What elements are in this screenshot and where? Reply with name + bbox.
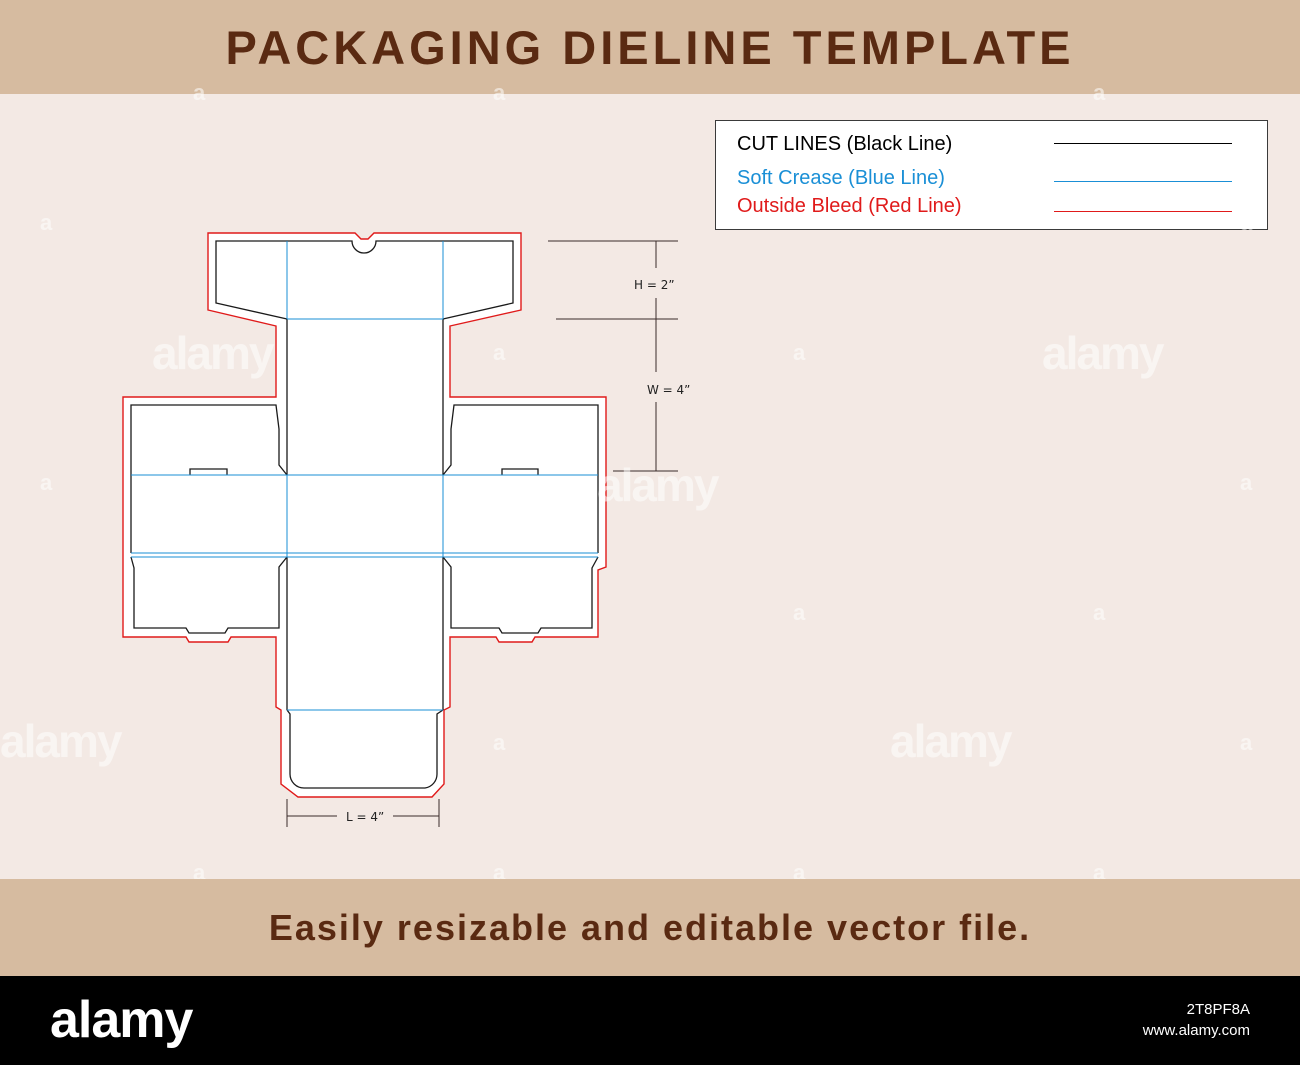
header-band: PACKAGING DIELINE TEMPLATE [0, 0, 1300, 94]
legend-crease-label: Soft Crease (Blue Line) [737, 167, 945, 189]
footer-band: Easily resizable and editable vector fil… [0, 879, 1300, 976]
bleed-outline [122, 232, 607, 798]
legend-box: CUT LINES (Black Line) Soft Crease (Blue… [715, 120, 1268, 230]
site-link[interactable]: www.alamy.com [1142, 1022, 1250, 1039]
right-lock-slit [501, 468, 539, 475]
legend-bleed-label: Outside Bleed (Red Line) [737, 195, 962, 217]
left-lower-flap-cut [130, 556, 288, 634]
width-label: W = 4” [647, 383, 690, 397]
crease-lines [131, 241, 598, 711]
tuck-flap-cut [286, 709, 444, 789]
legend-cut-label: CUT LINES (Black Line) [737, 133, 953, 155]
page-title: PACKAGING DIELINE TEMPLATE [225, 20, 1075, 74]
stock-bar: alamy 2T8PF8A www.alamy.com [0, 976, 1300, 1065]
left-upper-flap-cut [130, 404, 288, 476]
alamy-logo[interactable]: alamy [50, 991, 193, 1049]
top-flap-cut [215, 240, 514, 320]
left-lock-slit [189, 468, 228, 475]
height-label: H = 2” [634, 278, 675, 292]
image-id: 2T8PF8A [1186, 1001, 1250, 1018]
legend-crease-swatch [1054, 181, 1232, 182]
right-lower-flap-cut [442, 556, 599, 634]
right-upper-flap-cut [442, 404, 599, 476]
footer-caption: Easily resizable and editable vector fil… [268, 906, 1032, 948]
cut-lines [130, 240, 599, 789]
legend-bleed-swatch [1054, 211, 1232, 212]
legend-cut-swatch [1054, 143, 1232, 144]
length-label: L = 4” [346, 810, 384, 824]
dimension-lines [286, 240, 678, 827]
